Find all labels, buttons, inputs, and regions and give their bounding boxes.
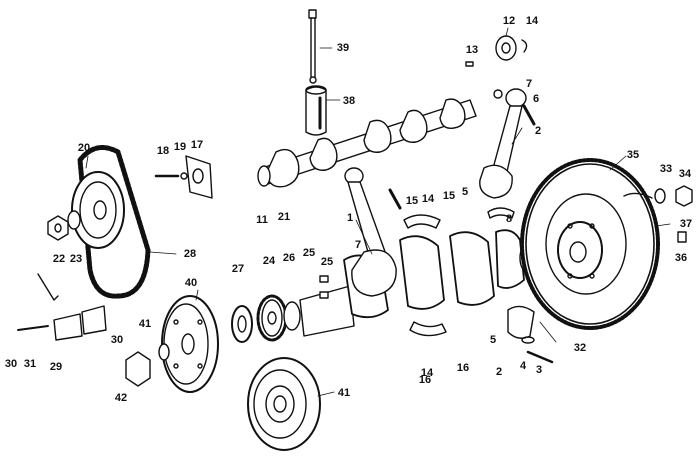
crankshaft — [299, 229, 541, 337]
callout-38: 36 — [674, 252, 688, 264]
oil-seal-inner — [237, 315, 247, 333]
callout-41: 39 — [336, 42, 350, 54]
callout-18: 17 — [190, 139, 204, 151]
lock-plate-4 — [521, 336, 535, 344]
bolt-3 — [526, 350, 554, 364]
callout-27: 26 — [282, 252, 296, 264]
pushrod — [308, 9, 317, 84]
spacer-27 — [283, 301, 301, 331]
leader-lines — [85, 27, 671, 397]
flywheel — [520, 158, 660, 330]
callout-13-right: 16 — [456, 362, 470, 374]
vibration-damper — [247, 357, 321, 451]
crank-pulley — [161, 295, 219, 393]
callout-34: 32 — [573, 342, 587, 354]
callout-2-bottom: 2 — [495, 366, 503, 378]
callout-15: 12 — [502, 15, 516, 27]
key-16 — [465, 61, 474, 67]
callout-43: 41 — [337, 387, 351, 399]
washer-45 — [158, 343, 170, 361]
callout-5-bottom: 5 — [489, 334, 497, 346]
callout-26-b: 25 — [320, 256, 334, 268]
oil-seal — [231, 305, 253, 343]
callout-45: 41 — [138, 318, 152, 330]
callout-24: 23 — [69, 253, 83, 265]
callout-11-bottom: 14 — [420, 367, 434, 379]
callout-21: 20 — [77, 142, 91, 154]
callout-1: 1 — [346, 212, 354, 224]
callout-7: 7 — [525, 78, 533, 90]
callout-42: 40 — [184, 277, 198, 289]
callout-19: 18 — [156, 145, 170, 157]
connecting-rod-2 — [479, 88, 536, 199]
pulley-bolt — [125, 351, 151, 387]
callout-8: 7 — [354, 239, 362, 251]
callout-13-left: 16 — [418, 374, 432, 386]
chain-tensioner-bracket — [154, 155, 213, 199]
flywheel-lock-plate — [623, 192, 653, 199]
chain-tensioner — [17, 273, 107, 341]
callout-44: 42 — [114, 392, 128, 404]
callout-11-top: 14 — [421, 193, 435, 205]
flywheel-washer — [654, 188, 666, 204]
tappet — [305, 85, 327, 136]
callout-28: 27 — [231, 263, 245, 275]
callout-4: 4 — [519, 360, 527, 372]
callout-22: 21 — [277, 211, 291, 223]
callout-12-right: 15 — [442, 190, 456, 202]
camshaft-sprocket — [71, 171, 125, 249]
callout-40: 38 — [342, 95, 356, 107]
flywheel-nut — [675, 185, 693, 207]
callout-31: 30 — [110, 334, 124, 346]
dowel-38 — [677, 231, 687, 243]
callout-23: 22 — [52, 253, 66, 265]
callout-39: 37 — [679, 218, 693, 230]
callout-6: 6 — [532, 93, 540, 105]
callout-5-top: 5 — [461, 186, 469, 198]
camshaft — [257, 89, 503, 188]
callout-32: 30 — [4, 358, 18, 370]
callout-25: 24 — [262, 255, 276, 267]
distributor-gear — [495, 35, 528, 61]
callout-10: 8 — [505, 213, 513, 225]
callout-3: 3 — [535, 364, 543, 376]
callout-35: 33 — [659, 163, 673, 175]
callout-2-top: 2 — [534, 125, 542, 137]
bearing-shells — [403, 207, 535, 339]
crankshaft-sprocket — [256, 294, 288, 342]
callout-16: 13 — [465, 44, 479, 56]
callout-14: 11 — [256, 214, 268, 226]
camshaft-nut — [47, 210, 81, 241]
callout-30: 29 — [49, 361, 63, 373]
callout-33: 31 — [23, 358, 37, 370]
callout-37: 35 — [626, 149, 640, 161]
callout-17: 14 — [525, 15, 539, 27]
callout-26-a: 25 — [302, 247, 316, 259]
timing-chain — [77, 145, 151, 299]
callout-36: 34 — [678, 168, 692, 180]
callout-29: 28 — [183, 248, 197, 260]
connecting-rod — [344, 167, 402, 297]
callout-12-left: 15 — [405, 195, 419, 207]
callout-20: 19 — [173, 141, 187, 153]
